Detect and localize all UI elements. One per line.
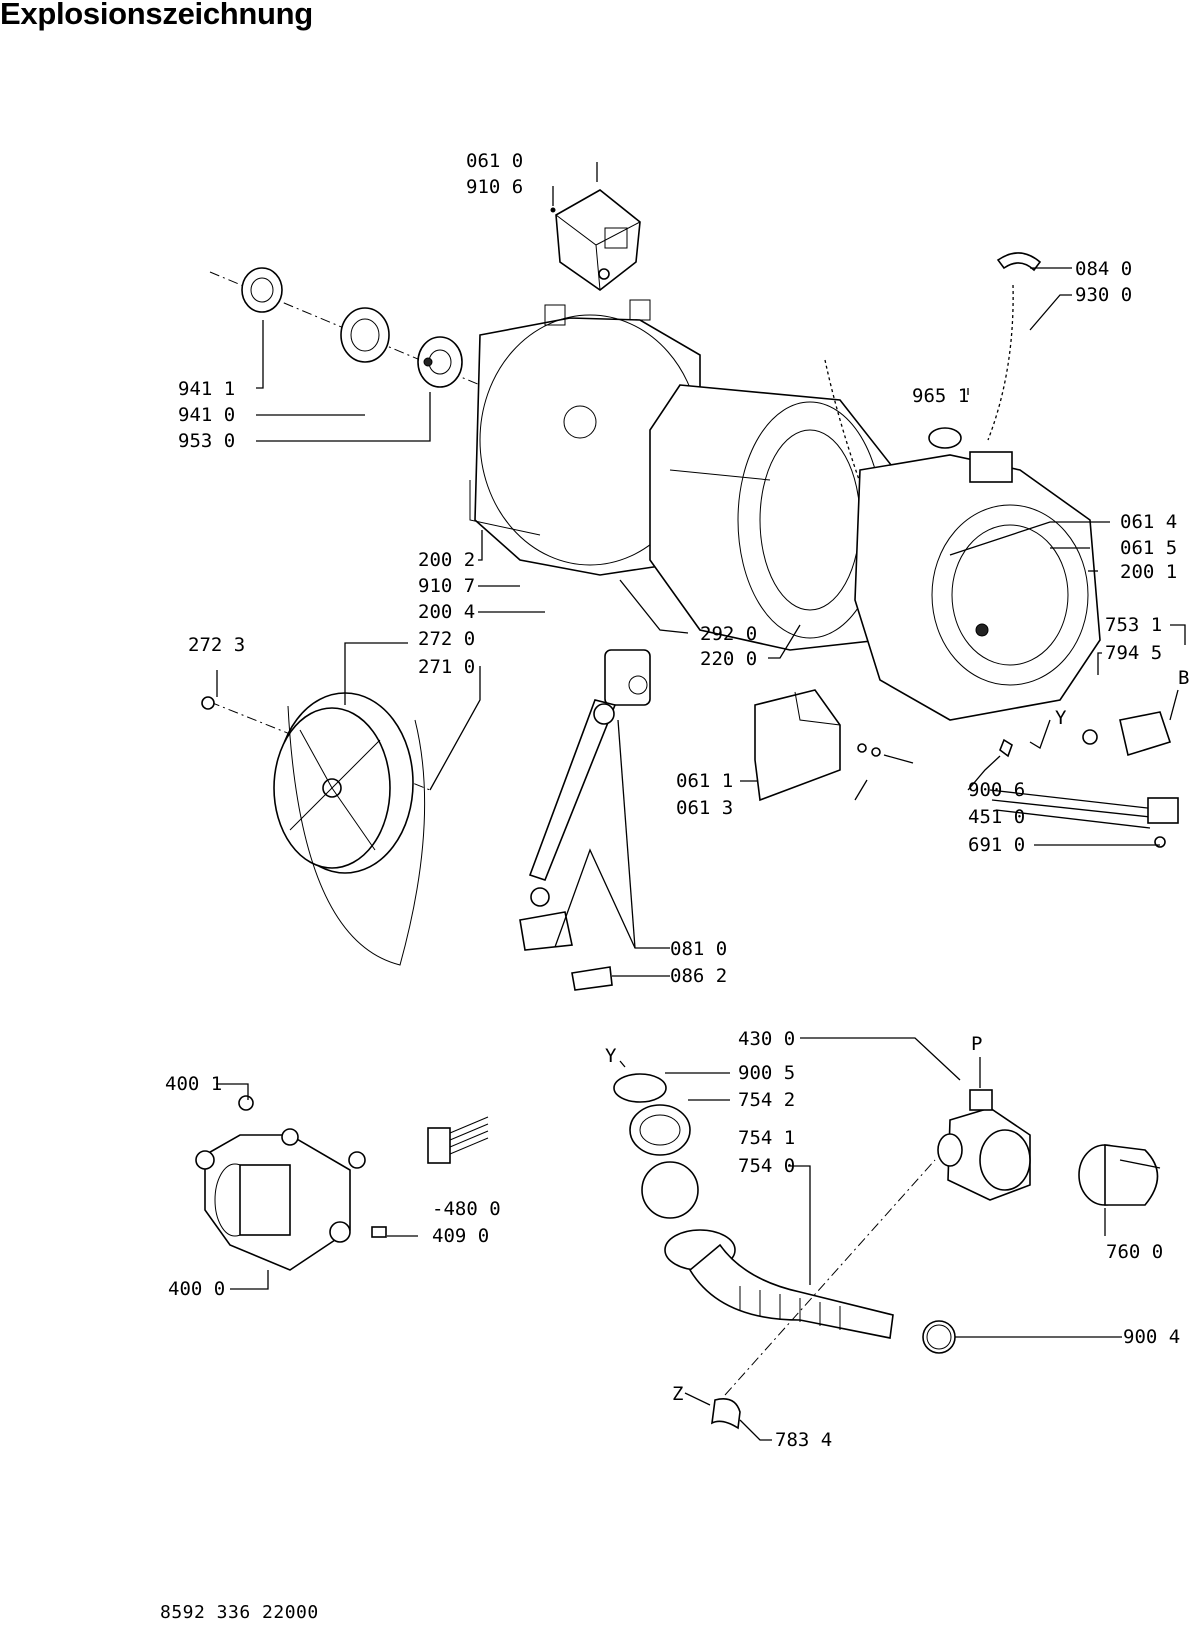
label-753-1: 753 1 <box>1105 614 1162 636</box>
label-760-0: 760 0 <box>1106 1241 1163 1263</box>
label-Y-bottom: Y <box>605 1045 617 1067</box>
label-200-1: 200 1 <box>1120 561 1177 583</box>
page-title: Explosionszeichnung <box>0 0 313 31</box>
part-motor <box>195 1095 387 1271</box>
leader-lines <box>216 267 1186 1441</box>
label-783-4: 783 4 <box>775 1429 832 1451</box>
label-941-1: 941 1 <box>178 378 235 400</box>
label-061-3: 061 3 <box>676 797 733 819</box>
part-springs <box>824 252 1042 511</box>
part-front-tub <box>854 427 1101 721</box>
label-061-1: 061 1 <box>676 770 733 792</box>
label-Y-top: Y <box>1055 707 1067 729</box>
label-086-2: 086 2 <box>670 965 727 987</box>
label-430-0: 430 0 <box>738 1028 795 1050</box>
label-409-0: 409 0 <box>432 1225 489 1247</box>
label-Z: Z <box>672 1383 683 1405</box>
label-941-0: 941 0 <box>178 404 235 426</box>
part-061-0-block <box>550 162 641 291</box>
label-220-0: 220 0 <box>700 648 757 670</box>
label-272-0: 272 0 <box>418 628 475 650</box>
label-754-2: 754 2 <box>738 1089 795 1111</box>
label-754-1: 754 1 <box>738 1127 795 1149</box>
label-691-0: 691 0 <box>968 834 1025 856</box>
label-965-1: 965 1 <box>912 385 969 407</box>
label-480-0: -480 0 <box>432 1198 501 1220</box>
document-number: 8592 336 22000 <box>160 1602 319 1623</box>
label-292-0: 292 0 <box>700 623 757 645</box>
part-sensor-753 <box>1082 689 1179 757</box>
label-910-6: 910 6 <box>466 176 523 198</box>
label-084-0: 084 0 <box>1075 258 1132 280</box>
part-pulley <box>201 692 431 966</box>
label-400-1: 400 1 <box>165 1073 222 1095</box>
label-200-4: 200 4 <box>418 601 475 623</box>
part-connector <box>427 1116 489 1164</box>
label-061-5: 061 5 <box>1120 537 1177 559</box>
label-953-0: 953 0 <box>178 430 235 452</box>
label-200-2: 200 2 <box>418 549 475 571</box>
label-P: P <box>971 1033 982 1055</box>
label-900-4: 900 4 <box>1123 1326 1180 1348</box>
label-272-3: 272 3 <box>188 634 245 656</box>
part-shock-absorber <box>519 649 651 991</box>
part-heater <box>989 738 1179 848</box>
label-930-0: 930 0 <box>1075 284 1132 306</box>
part-filter <box>1078 1144 1161 1206</box>
label-271-0: 271 0 <box>418 656 475 678</box>
part-counterweight <box>754 689 914 802</box>
part-bearings <box>209 267 481 388</box>
label-081-0: 081 0 <box>670 938 727 960</box>
label-754-0: 754 0 <box>738 1155 795 1177</box>
label-910-7: 910 7 <box>418 575 475 597</box>
label-794-5: 794 5 <box>1105 642 1162 664</box>
label-900-5: 900 5 <box>738 1062 795 1084</box>
label-061-4: 061 4 <box>1120 511 1177 533</box>
part-pump <box>937 1089 1031 1201</box>
label-451-0: 451 0 <box>968 806 1025 828</box>
label-B: B <box>1178 667 1189 689</box>
label-900-6: 900 6 <box>968 779 1025 801</box>
label-400-0: 400 0 <box>168 1278 225 1300</box>
part-clamp <box>922 1320 956 1354</box>
part-sump-hose <box>613 1073 936 1430</box>
label-061-0: 061 0 <box>466 150 523 172</box>
